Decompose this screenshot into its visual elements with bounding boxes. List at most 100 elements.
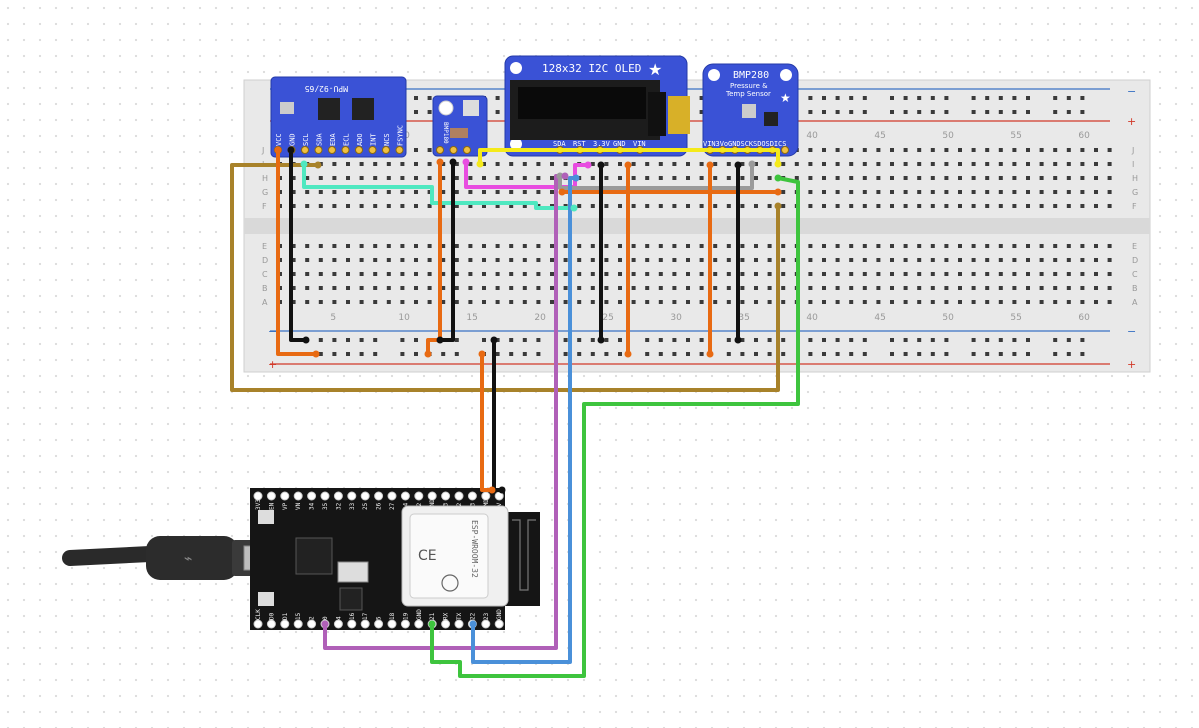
breadboard-hole [958, 176, 962, 180]
breadboard-hole [903, 162, 908, 166]
breadboard-hole [631, 162, 636, 166]
wire-end [561, 172, 569, 180]
breadboard-hole [522, 300, 527, 304]
breadboard-hole [346, 204, 350, 208]
breadboard-hole [985, 286, 990, 290]
wire-end [558, 188, 566, 196]
breadboard-hole [590, 272, 595, 276]
esp32-bottom-pin [293, 619, 303, 629]
breadboard-hole [944, 162, 949, 166]
breadboard-hole [454, 176, 459, 180]
esp32-top-pin-label: 26 [376, 502, 383, 510]
breadboard-hole [414, 286, 418, 290]
esp32-bottom-pin-label: GND [496, 609, 503, 620]
breadboard-hole [971, 244, 976, 248]
breadboard-hole [550, 286, 554, 290]
rail-hole [495, 96, 500, 100]
wire-blue-esp-io [471, 176, 578, 664]
breadboard-hole [631, 176, 636, 180]
breadboard-hole [332, 162, 337, 166]
esp32-bottom-pin [387, 619, 397, 629]
breadboard-hole [754, 176, 758, 180]
breadboard-hole [1080, 162, 1085, 166]
breadboard-hole [890, 244, 894, 248]
breadboard-hole [686, 244, 690, 248]
rail-hole [808, 352, 813, 356]
breadboard-hole [876, 244, 881, 248]
breadboard-hole [944, 244, 949, 248]
row-letter: I [1132, 160, 1134, 169]
bmp280-pin-label: SCK [741, 140, 754, 148]
esp32-bottom-pin-label: 18 [389, 612, 396, 620]
breadboard-hole [509, 286, 514, 290]
breadboard-hole [971, 286, 976, 290]
breadboard-hole [672, 204, 677, 208]
esp32-top-pin [293, 491, 303, 501]
esp32-top-pin [400, 491, 410, 501]
breadboard-hole [903, 258, 908, 262]
breadboard-hole [835, 190, 840, 194]
rail-hole [318, 352, 323, 356]
rail-hole [699, 96, 704, 100]
breadboard-hole [373, 204, 378, 208]
rail-hole [862, 96, 867, 100]
breadboard-hole [427, 204, 432, 208]
column-number: 55 [1010, 131, 1021, 141]
breadboard-hole [971, 204, 976, 208]
breadboard-hole [713, 272, 718, 276]
breadboard-hole [985, 244, 990, 248]
breadboard-hole [767, 300, 772, 304]
breadboard-hole [754, 162, 758, 166]
breadboard-hole [835, 162, 840, 166]
breadboard-hole [1012, 190, 1017, 194]
breadboard-hole [903, 272, 908, 276]
breadboard-hole [1026, 286, 1030, 290]
breadboard-hole [998, 176, 1003, 180]
breadboard-hole [400, 190, 405, 194]
rail-hole [359, 338, 364, 342]
breadboard-hole [822, 258, 826, 262]
wire-cyan-mpu-scl [302, 162, 576, 210]
breadboard-hole [550, 300, 554, 304]
esp32-bottom-pin-label: 19 [402, 612, 409, 620]
mpu-pin-label: ADO [356, 133, 364, 146]
rail-hole [930, 338, 935, 342]
breadboard-hole [414, 148, 418, 152]
breadboard-hole [441, 204, 446, 208]
breadboard-hole [713, 244, 718, 248]
breadboard-hole [645, 176, 650, 180]
esp32-bottom-pin [400, 619, 410, 629]
breadboard-hole [944, 272, 949, 276]
breadboard-hole [386, 258, 391, 262]
rail-label-right-top-minus: − [1127, 85, 1136, 98]
breadboard-hole [454, 300, 459, 304]
wire-end [624, 161, 632, 169]
breadboard-hole [1107, 244, 1112, 248]
breadboard-hole [400, 244, 405, 248]
breadboard-hole [1053, 148, 1058, 152]
breadboard-hole [1094, 258, 1098, 262]
wire-brown-mpu-sda-loop [230, 163, 780, 392]
wire-end [706, 350, 714, 358]
breadboard-hole [835, 258, 840, 262]
breadboard-hole [495, 190, 500, 194]
esp32-top-pin-label: 34 [309, 502, 316, 510]
breadboard-hole [441, 300, 446, 304]
breadboard-hole [998, 190, 1003, 194]
esp32-bottom-pin [333, 619, 343, 629]
breadboard-hole [509, 244, 514, 248]
rail-hole [944, 96, 949, 100]
rail-hole [822, 96, 826, 100]
breadboard-hole [1107, 204, 1112, 208]
rail-hole [563, 338, 568, 342]
breadboard-hole [971, 190, 976, 194]
rail-hole [427, 110, 432, 114]
rail-hole [917, 352, 922, 356]
breadboard-hole [359, 204, 364, 208]
breadboard-hole [618, 204, 622, 208]
breadboard-hole [658, 272, 663, 276]
esp32-top-pin-label: GND [429, 499, 436, 510]
mpu-pin [301, 146, 309, 154]
breadboard-hole [849, 190, 854, 194]
